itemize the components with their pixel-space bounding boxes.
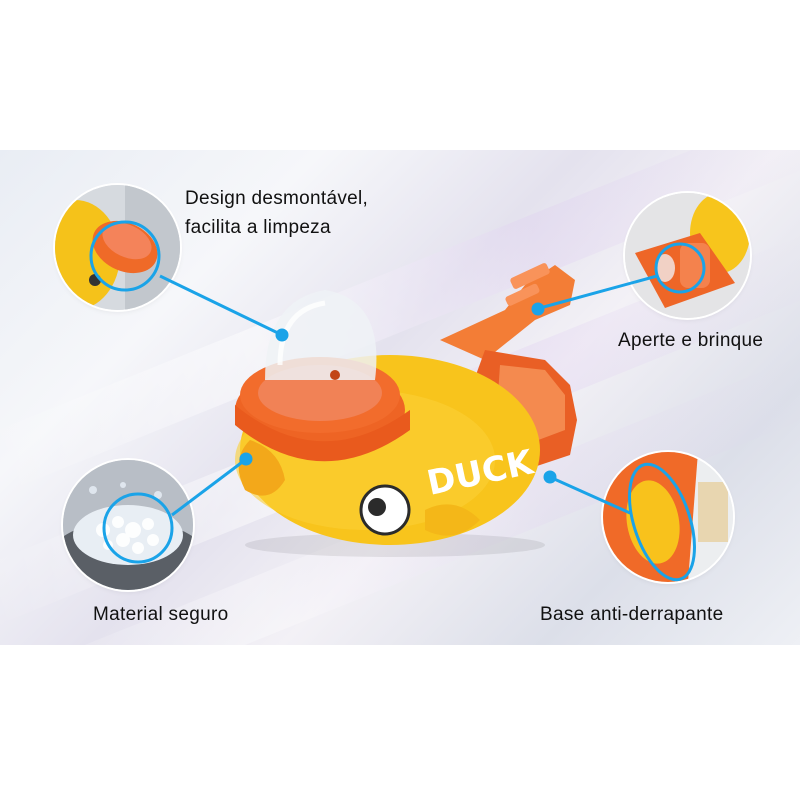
detail-circle-detachable <box>55 185 180 310</box>
callout-design-label: Design desmontável, facilita a limpeza <box>185 184 368 242</box>
detail-circle-base <box>603 452 733 582</box>
product-image-duck-toy: DUCK <box>225 245 595 565</box>
callout-design-line2: facilita a limpeza <box>185 217 331 238</box>
detail-circle-squeeze <box>625 193 750 318</box>
callout-design-line1: Design desmontável, <box>185 188 369 209</box>
detail-circle-material <box>63 460 193 590</box>
callout-base-label: Base anti-derrapante <box>540 604 724 625</box>
callout-material-label: Material seguro <box>93 604 229 625</box>
callout-squeeze-label: Aperte e brinque <box>618 330 764 351</box>
